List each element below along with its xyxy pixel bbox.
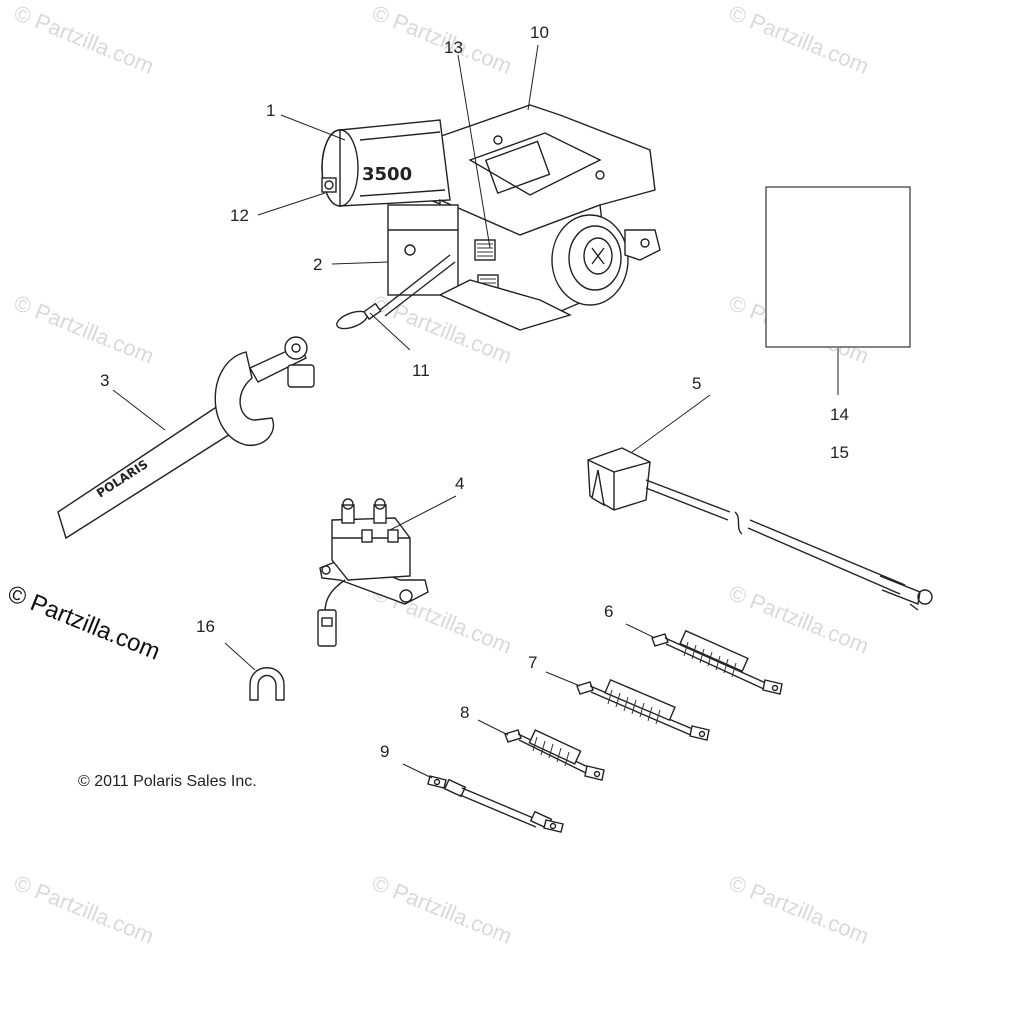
callout-8: 8 [460,703,470,722]
clip [249,667,285,701]
callout-15: 15 [830,443,849,462]
switch-harness [587,447,933,611]
callout-10: 10 [530,23,549,42]
callout-14: 14 [830,405,849,424]
callout-6: 6 [604,602,614,621]
callout-9: 9 [380,742,390,761]
winch-assembly: 3500 [321,104,661,331]
callout-11: 11 [412,361,430,380]
strap-hook: POLARIS [57,336,315,540]
cable-9 [427,775,564,833]
callout-7: 7 [528,653,538,672]
contactor [317,498,429,647]
callout-16: 16 [196,617,215,636]
callout-2: 2 [313,255,323,274]
cable-7 [576,678,710,741]
callout-4: 4 [455,474,465,493]
callout-5: 5 [692,374,702,393]
motor-label: 3500 [362,164,412,185]
callout-1: 1 [266,101,276,120]
copyright-text: © 2011 Polaris Sales Inc. [78,773,257,790]
cable-8 [504,729,605,781]
callout-3: 3 [100,371,110,390]
cable-6 [651,629,783,695]
callout-12: 12 [230,206,249,225]
callout-13: 13 [444,38,463,57]
note-box [765,186,911,348]
leader-lines [112,44,839,779]
